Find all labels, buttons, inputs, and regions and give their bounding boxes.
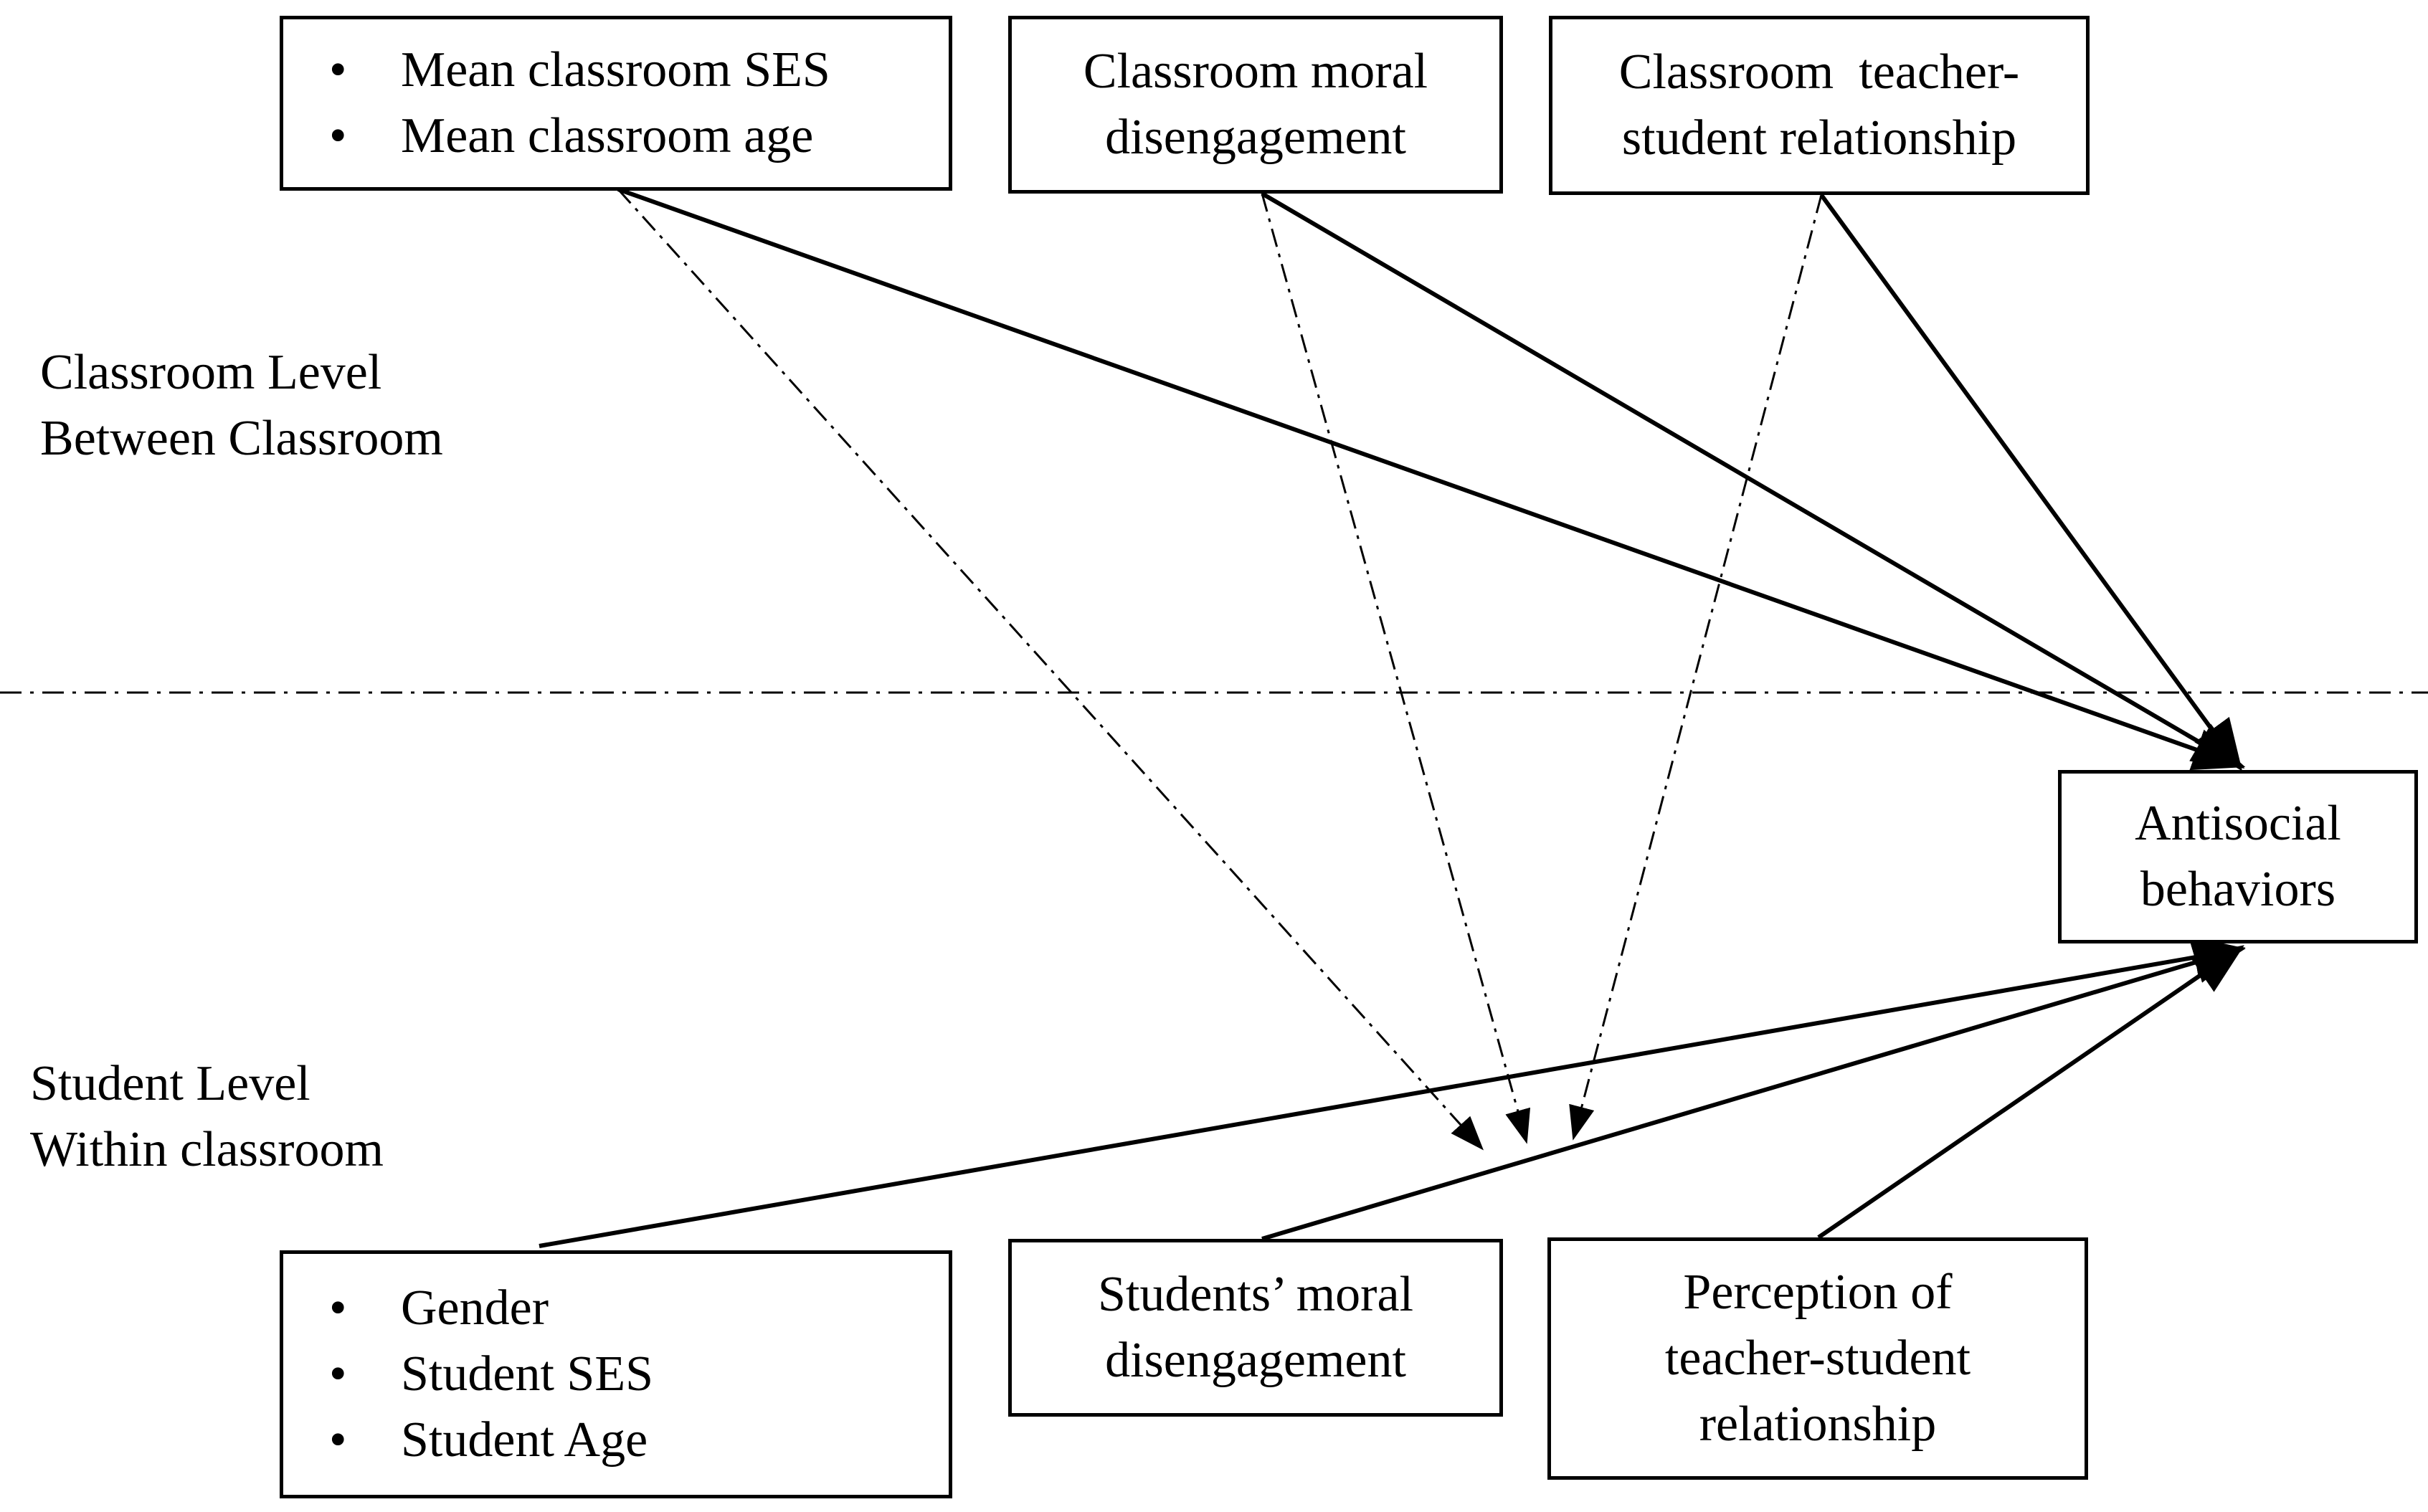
- student-level-label-line2: Within classroom: [30, 1122, 384, 1177]
- classroom-level-label: Classroom Level Between Classroom: [40, 340, 443, 472]
- classroom-level-label-line1: Classroom Level: [40, 345, 382, 400]
- classroom-moral-disengagement-box: Classroom moral disengagement: [1008, 16, 1503, 194]
- student-teacher-student-line1: Perception of: [1683, 1265, 1953, 1320]
- student-teacher-student-line2: teacher-student: [1664, 1331, 1971, 1386]
- classroom-level-label-line2: Between Classroom: [40, 411, 443, 466]
- covariate-mean-classroom-age: Mean classroom age: [329, 103, 830, 169]
- classroom-moral-disengagement-line2: disengagement: [1105, 110, 1406, 165]
- covariate-student-age: Student Age: [329, 1407, 653, 1473]
- classroom-teacher-student-line2: student relationship: [1621, 110, 2017, 166]
- moderation-classroom-covariates: [617, 188, 1484, 1151]
- student-teacher-student-line3: relationship: [1699, 1397, 1937, 1452]
- classroom-teacher-student-box: Classroom teacher- student relationship: [1549, 16, 2090, 195]
- student-moral-disengagement-line1: Students’ moral: [1097, 1267, 1414, 1322]
- path-student-covariates-to-antisocial: [539, 936, 2246, 1248]
- student-covariates-box: Gender Student SES Student Age: [280, 1250, 952, 1498]
- path-classroom-teacher-student-to-antisocial: [1819, 194, 2243, 771]
- antisocial-behaviors-line1: Antisocial: [2135, 796, 2341, 851]
- antisocial-behaviors-line2: behaviors: [2140, 862, 2336, 917]
- student-teacher-student-box: Perception of teacher-student relationsh…: [1547, 1237, 2088, 1480]
- path-student-moral-disengagement-to-antisocial: [1261, 941, 2246, 1241]
- moderation-classroom-teacher-student: [1569, 194, 1823, 1141]
- path-classroom-moral-disengagement-to-antisocial: [1261, 191, 2245, 769]
- antisocial-behaviors-box: Antisocial behaviors: [2058, 770, 2418, 943]
- student-level-label: Student Level Within classroom: [30, 1051, 384, 1183]
- covariate-gender: Gender: [329, 1275, 653, 1341]
- classroom-moral-disengagement-line1: Classroom moral: [1083, 44, 1428, 99]
- path-student-teacher-student-to-antisocial: [1817, 945, 2244, 1240]
- covariate-mean-classroom-ses: Mean classroom SES: [329, 37, 830, 103]
- moderation-classroom-moral-disengagement: [1261, 193, 1531, 1144]
- classroom-covariates-box: Mean classroom SES Mean classroom age: [280, 16, 952, 191]
- classroom-teacher-student-line1: Classroom teacher-: [1618, 44, 2020, 100]
- covariate-student-ses: Student SES: [329, 1341, 653, 1407]
- student-level-label-line1: Student Level: [30, 1056, 310, 1111]
- student-moral-disengagement-box: Students’ moral disengagement: [1008, 1239, 1503, 1417]
- path-classroom-covariates-to-antisocial: [617, 187, 2246, 771]
- student-moral-disengagement-line2: disengagement: [1105, 1333, 1406, 1388]
